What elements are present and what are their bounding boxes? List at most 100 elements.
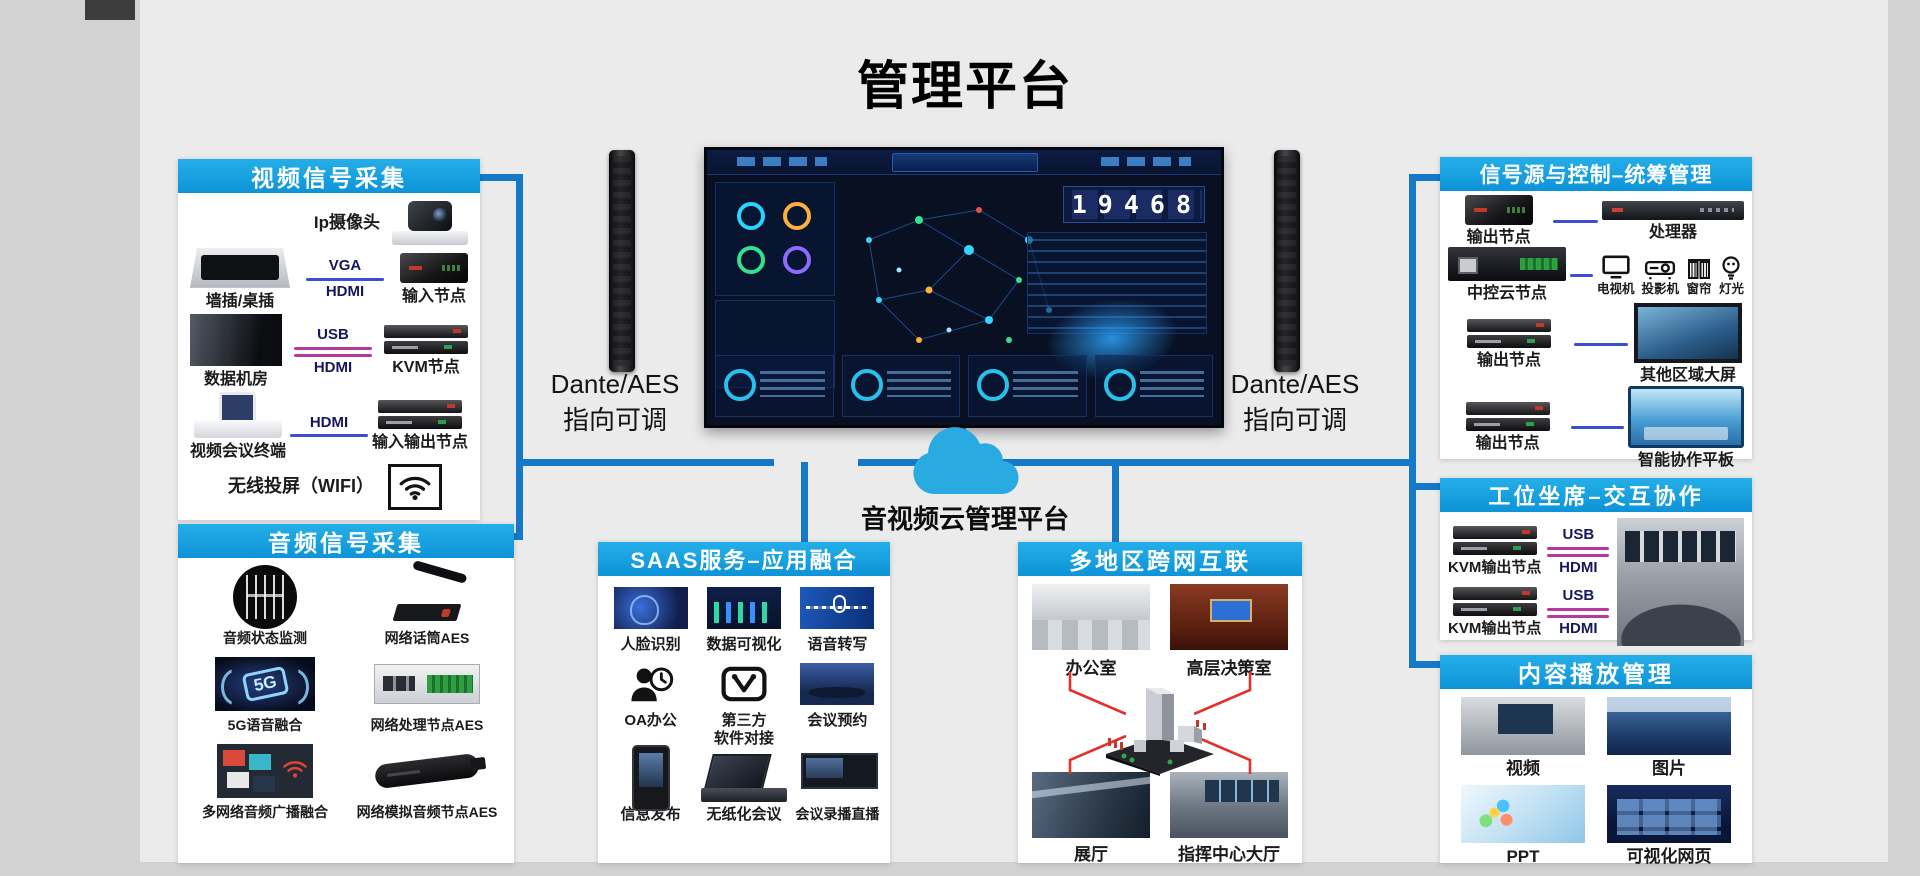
- io-node-label: 输入输出节点: [371, 434, 468, 452]
- connector-right-vertical: [1409, 174, 1416, 668]
- vc-terminal-image: [194, 391, 282, 438]
- network-mic-label: 网络话筒AES: [384, 630, 470, 646]
- workstation-photo: [1617, 518, 1744, 646]
- picture-label: 图片: [1652, 759, 1686, 778]
- office-label: 办公室: [1065, 659, 1117, 678]
- connector-left-vertical: [516, 174, 523, 540]
- red-wifi-icon: [283, 760, 307, 778]
- hdmi-label: HDMI: [325, 282, 365, 300]
- third-party-label-line2: 软件对接: [713, 730, 774, 747]
- recording-live-image: [791, 753, 883, 803]
- info-publish-image: [631, 745, 670, 811]
- usb-label: USB: [1562, 526, 1595, 543]
- ppt-thumb: [1461, 785, 1585, 844]
- connector-content-box-stub: [1416, 661, 1442, 668]
- magenta-line: [1547, 546, 1610, 550]
- analog-audio-node-label: 网络模拟音频节点AES: [356, 803, 498, 820]
- data-room-label: 数据机房: [203, 370, 268, 388]
- data-visualization-label: 数据可视化: [706, 636, 782, 653]
- paperless-meeting-image: [700, 754, 787, 802]
- content-playback-header: 内容播放管理: [1440, 655, 1752, 689]
- audio-monitor-image: [233, 565, 297, 629]
- tv-icon: [1602, 255, 1630, 279]
- smart-board-image: [1628, 385, 1744, 448]
- connector-signal-box-stub: [1416, 174, 1442, 181]
- dashboard-stat-card: [715, 355, 834, 417]
- kvm-node-label: KVM节点: [392, 359, 460, 377]
- tv-label: 电视机: [1596, 282, 1635, 297]
- audio-capture-header: 音频信号采集: [178, 524, 514, 558]
- connector-cloud-right: [858, 459, 1414, 466]
- dashboard-screen: 19468: [704, 147, 1224, 428]
- dashboard-title-block: [892, 153, 1038, 172]
- projector-label: 投影机: [1641, 282, 1679, 297]
- saas-header: SAAS服务–应用融合: [598, 542, 890, 576]
- connector-saas-drop: [801, 462, 808, 544]
- third-party-label-line1: 第三方: [721, 712, 767, 729]
- usb-hdmi-connector: USB HDMI: [1547, 526, 1610, 576]
- usb-hdmi-connector: USB HDMI: [1547, 587, 1610, 637]
- kvm-output-node-label: KVM输出节点: [1448, 620, 1542, 637]
- output-node-label: 输出节点: [1466, 229, 1531, 246]
- meeting-booking-image: [800, 663, 875, 705]
- light-icon: [1722, 256, 1741, 280]
- projector-icon: [1645, 261, 1676, 280]
- dante-label-left: Dante/AES 指向可调: [535, 366, 695, 439]
- analog-audio-node-image: [373, 752, 481, 789]
- dashboard-stat-card: [1094, 355, 1213, 417]
- web-page-label: 可视化网页: [1626, 847, 1712, 867]
- exhibition-hall-image: [1032, 772, 1150, 838]
- dashboard-counter: 19468: [1062, 186, 1205, 223]
- multi-network-audio-image: [217, 743, 313, 798]
- wall-plug-label: 墙插/桌插: [205, 292, 275, 310]
- kvm-output-node-image: [1452, 526, 1537, 555]
- blue-line: [1570, 273, 1593, 277]
- connector-seat-box-stub: [1416, 483, 1442, 490]
- face-recognition-label: 人脸识别: [620, 636, 681, 653]
- wireless-label: 无线投屏（WIFI）: [228, 476, 374, 497]
- curtain-label: 窗帘: [1686, 282, 1712, 297]
- 5g-glyph: 5G: [241, 665, 289, 702]
- other-area-screen-label: 其他区域大屏: [1639, 367, 1736, 385]
- corner-mark: [85, 0, 135, 20]
- dashboard-tabs-left: [737, 157, 827, 166]
- kvm-output-node-image: [1452, 587, 1537, 616]
- dante-label-right: Dante/AES 指向可调: [1215, 366, 1375, 439]
- kvm-node-image: [384, 325, 468, 355]
- region-red-links: [1068, 672, 1252, 774]
- wall-plug-image: [190, 247, 290, 288]
- blue-line: [1553, 219, 1598, 223]
- meeting-booking-label: 会议预约: [807, 712, 868, 729]
- office-image: [1032, 584, 1150, 650]
- magenta-line: [1547, 553, 1610, 557]
- face-recognition-image: [613, 587, 688, 629]
- dante-label-line2: 指向可调: [1242, 405, 1347, 436]
- video-capture-panel: 视频信号采集 Ip摄像头 墙插/桌插 VGA HDMI 输入节点 数: [178, 159, 480, 520]
- dashboard-donut-chart: [737, 202, 765, 230]
- magenta-line: [294, 353, 372, 357]
- data-visualization-image: [706, 587, 781, 629]
- multi-region-header: 多地区跨网互联: [1018, 542, 1302, 576]
- command-center-label: 指挥中心大厅: [1178, 845, 1280, 864]
- connector-audio-box-stub: [506, 533, 523, 540]
- input-node-label: 输入节点: [401, 287, 466, 305]
- dashboard-stat-card: [968, 355, 1087, 417]
- multi-region-panel: 多地区跨网互联 办公室 高层决策室: [1018, 542, 1302, 864]
- video-thumb: [1461, 697, 1585, 755]
- dante-label-line1: Dante/AES: [550, 369, 680, 399]
- network-processor-image: [374, 663, 480, 704]
- picture-thumb: [1607, 697, 1731, 755]
- audio-capture-panel: 音频信号采集 音频状态监测 网络话筒AES 5G 5G语音融合 网络处理节点AE…: [178, 524, 514, 863]
- dante-label-line2: 指向可调: [562, 405, 667, 436]
- audio-monitor-label: 音频状态监测: [223, 630, 307, 646]
- paperless-meeting-label: 无纸化会议: [706, 806, 782, 823]
- command-center-image: [1170, 772, 1288, 838]
- voice-transcription-label: 语音转写: [807, 636, 868, 653]
- speaker-column-left: [609, 150, 635, 372]
- 5g-voice-label: 5G语音融合: [227, 716, 303, 733]
- boardroom-image: [1170, 584, 1288, 650]
- network-processor-label: 网络处理节点AES: [370, 716, 484, 733]
- hdmi-label: HDMI: [309, 413, 349, 431]
- dashboard-big-number: 19468: [1071, 190, 1202, 219]
- hdmi-connector: HDMI: [290, 413, 368, 439]
